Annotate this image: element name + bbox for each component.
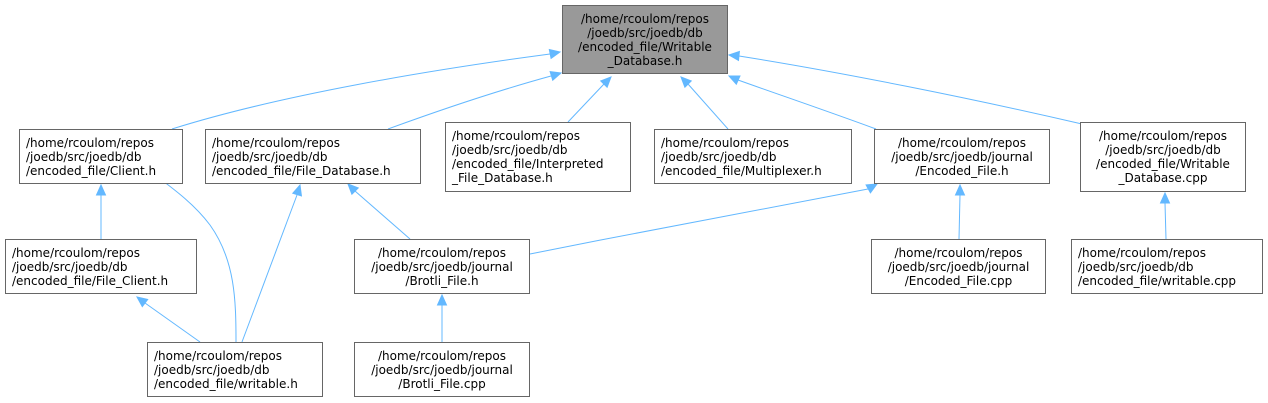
node-label-line: /joedb/src/joedb/db <box>212 149 328 164</box>
node-label-line: /home/rcoulom/repos <box>661 135 789 150</box>
node-label-line: /joedb/src/joedb/journal <box>371 362 513 377</box>
node-label-line: /home/rcoulom/repos <box>378 245 506 260</box>
node-label-line: /joedb/src/joedb/db <box>661 149 777 164</box>
edge-client_h-to-writable_database_h <box>171 53 551 130</box>
node-label-line: /joedb/src/joedb/db <box>12 259 128 274</box>
arrowhead-interpreted_file_database_h-to-writable_database_h <box>599 76 612 89</box>
node-label-line: /encoded_file/File_Database.h <box>212 163 391 178</box>
edge-multiplexer_h-to-writable_database_h <box>687 83 729 130</box>
edge-encoded_file_cpp-to-encoded_file_h <box>958 194 961 240</box>
node-label-line: /home/rcoulom/repos <box>452 129 580 143</box>
node-label-line: /joedb/src/joedb/journal <box>371 259 513 274</box>
node-label-line: /encoded_file/Client.h <box>26 163 157 178</box>
edge-writable_database_cpp-to-writable_database_h <box>738 55 1083 125</box>
node-label-line: /Brotli_File.cpp <box>398 376 486 391</box>
node-label-line: /encoded_file/writable.cpp <box>1078 273 1237 288</box>
node-label-line: /joedb/src/joedb/db <box>1078 259 1194 274</box>
node-label-line: /joedb/src/joedb/db <box>452 143 568 157</box>
node-label-line: /Encoded_File.cpp <box>904 273 1013 288</box>
node-label-line: /Encoded_File.h <box>915 163 1009 178</box>
node-label-line: /Brotli_File.h <box>405 273 479 288</box>
edge-writable_h-to-file_database_h <box>241 194 298 343</box>
node-label-line: _File_Database.h <box>452 171 553 185</box>
node-writable-database-h: /home/rcoulom/repos /joedb/src/joedb/db … <box>562 5 728 74</box>
arrowhead-brotli_file_cpp-to-brotli_file_h <box>436 293 448 306</box>
node-multiplexer-h[interactable]: /home/rcoulom/repos /joedb/src/joedb/db … <box>654 129 852 184</box>
node-label-line: /encoded_file/Writable <box>1096 157 1230 171</box>
edge-interpreted_file_database_h-to-writable_database_h <box>567 83 605 123</box>
node-label-line: /encoded_file/File_Client.h <box>12 273 169 288</box>
node-interpreted-file-database-h[interactable]: /home/rcoulom/repos /joedb/src/joedb/db … <box>445 122 631 192</box>
arrowhead-writable_h-to-file_client_h <box>136 296 149 308</box>
edge-writable_h-to-client_h <box>158 177 237 343</box>
node-label-line: /joedb/src/joedb/db <box>154 362 270 377</box>
node-label-line: /home/rcoulom/repos <box>894 245 1023 260</box>
node-file-database-h[interactable]: /home/rcoulom/repos /joedb/src/joedb/db … <box>205 129 421 184</box>
arrowhead-brotli_file_h-to-file_database_h <box>347 183 360 196</box>
edge-writable_cpp-to-writable_database_cpp <box>1164 202 1167 240</box>
node-label-line: /joedb/src/joedb/journal <box>891 149 1033 164</box>
node-encoded-file-h[interactable]: /home/rcoulom/repos /joedb/src/joedb/jou… <box>874 129 1050 184</box>
node-label-line: /encoded_file/Writable <box>578 39 712 54</box>
edge-writable_h-to-file_client_h <box>144 302 201 343</box>
arrowhead-writable_cpp-to-writable_database_cpp <box>1159 191 1171 204</box>
arrowhead-writable_database_cpp-to-writable_database_h <box>727 50 740 62</box>
edge-file_database_h-to-writable_database_h <box>387 75 552 130</box>
node-brotli-file-h[interactable]: /home/rcoulom/repos /joedb/src/joedb/jou… <box>354 239 530 294</box>
node-label-line: /home/rcoulom/repos <box>212 135 340 150</box>
node-encoded-file-cpp[interactable]: /home/rcoulom/repos /joedb/src/joedb/jou… <box>871 239 1046 294</box>
node-label-line: /home/rcoulom/repos <box>154 348 282 363</box>
node-label-line: _Database.h <box>607 53 683 68</box>
node-writable-database-cpp[interactable]: /home/rcoulom/repos /joedb/src/joedb/db … <box>1080 122 1246 192</box>
edge-encoded_file_h-to-writable_database_h <box>737 79 877 130</box>
node-label-line: /home/rcoulom/repos <box>581 11 709 26</box>
arrowhead-client_h-to-writable_database_h <box>548 48 562 60</box>
node-label-line: /home/rcoulom/repos <box>1078 245 1206 260</box>
arrowhead-encoded_file_h-to-writable_database_h <box>727 75 741 86</box>
arrowhead-encoded_file_cpp-to-encoded_file_h <box>954 183 966 196</box>
arrowhead-file_client_h-to-client_h <box>95 183 107 196</box>
arrowhead-brotli_file_h-to-encoded_file_h <box>865 183 879 194</box>
arrowhead-file_database_h-to-writable_database_h <box>549 70 563 82</box>
node-label-line: /encoded_file/Multiplexer.h <box>661 163 822 178</box>
arrowhead-multiplexer_h-to-writable_database_h <box>680 76 693 89</box>
node-label-line: /home/rcoulom/repos <box>898 135 1026 150</box>
node-writable-cpp[interactable]: /home/rcoulom/repos /joedb/src/joedb/db … <box>1071 239 1263 294</box>
node-label-line: /encoded_file/writable.h <box>154 376 298 391</box>
node-brotli-file-cpp[interactable]: /home/rcoulom/repos /joedb/src/joedb/jou… <box>354 342 530 397</box>
edge-brotli_file_h-to-file_database_h <box>354 190 411 240</box>
node-label-line: /home/rcoulom/repos <box>1099 129 1227 143</box>
node-client-h[interactable]: /home/rcoulom/repos /joedb/src/joedb/db … <box>19 129 183 184</box>
node-label-line: /joedb/src/joedb/db <box>587 25 703 40</box>
node-label-line: /joedb/src/joedb/db <box>1105 143 1221 157</box>
node-writable-h[interactable]: /home/rcoulom/repos /joedb/src/joedb/db … <box>147 342 323 397</box>
node-label-line: /home/rcoulom/repos <box>378 348 506 363</box>
node-label-line: /joedb/src/joedb/db <box>26 149 142 164</box>
dependency-edges <box>95 48 1171 343</box>
node-label-line: /encoded_file/Interpreted <box>452 157 604 171</box>
node-file-client-h[interactable]: /home/rcoulom/repos /joedb/src/joedb/db … <box>5 239 197 294</box>
node-label-line: /home/rcoulom/repos <box>12 245 140 260</box>
arrowhead-writable_h-to-file_database_h <box>291 183 303 197</box>
edge-brotli_file_h-to-encoded_file_h <box>529 188 869 255</box>
node-label-line: /joedb/src/joedb/journal <box>887 259 1030 274</box>
node-label-line: _Database.cpp <box>1118 171 1208 185</box>
node-label-line: /home/rcoulom/repos <box>26 135 154 150</box>
